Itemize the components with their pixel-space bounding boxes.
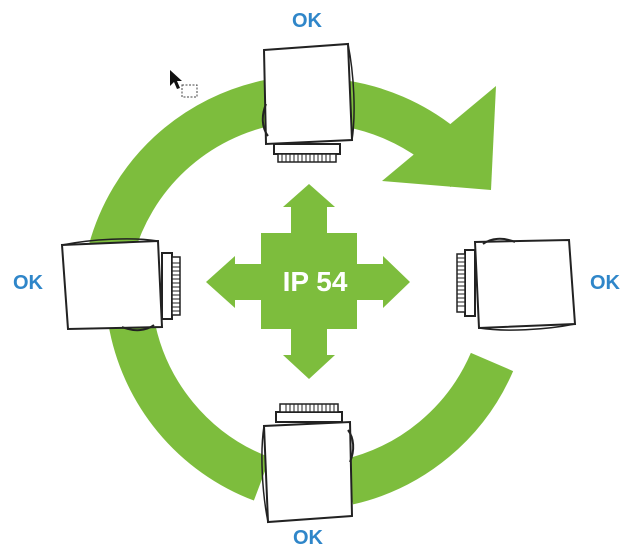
- rotation-arrowhead: [382, 86, 496, 190]
- camera-left: [61, 237, 181, 332]
- ring-segment-top-left: [88, 79, 277, 258]
- selection-box-icon: [181, 84, 198, 98]
- cursor-icon: [170, 70, 182, 89]
- camera-right: [456, 237, 576, 332]
- ip-rating-label: IP 54: [282, 266, 348, 297]
- camera-top: [261, 43, 356, 163]
- four-way-arrow-icon: [206, 184, 410, 379]
- label-top: OK: [292, 10, 322, 32]
- ring-segment-bottom-left: [108, 315, 271, 501]
- label-left: OK: [13, 272, 43, 294]
- ring-segment-bottom-right: [342, 352, 514, 505]
- label-right: OK: [590, 272, 620, 294]
- label-bottom: OK: [293, 527, 323, 549]
- camera-bottom: [260, 403, 355, 523]
